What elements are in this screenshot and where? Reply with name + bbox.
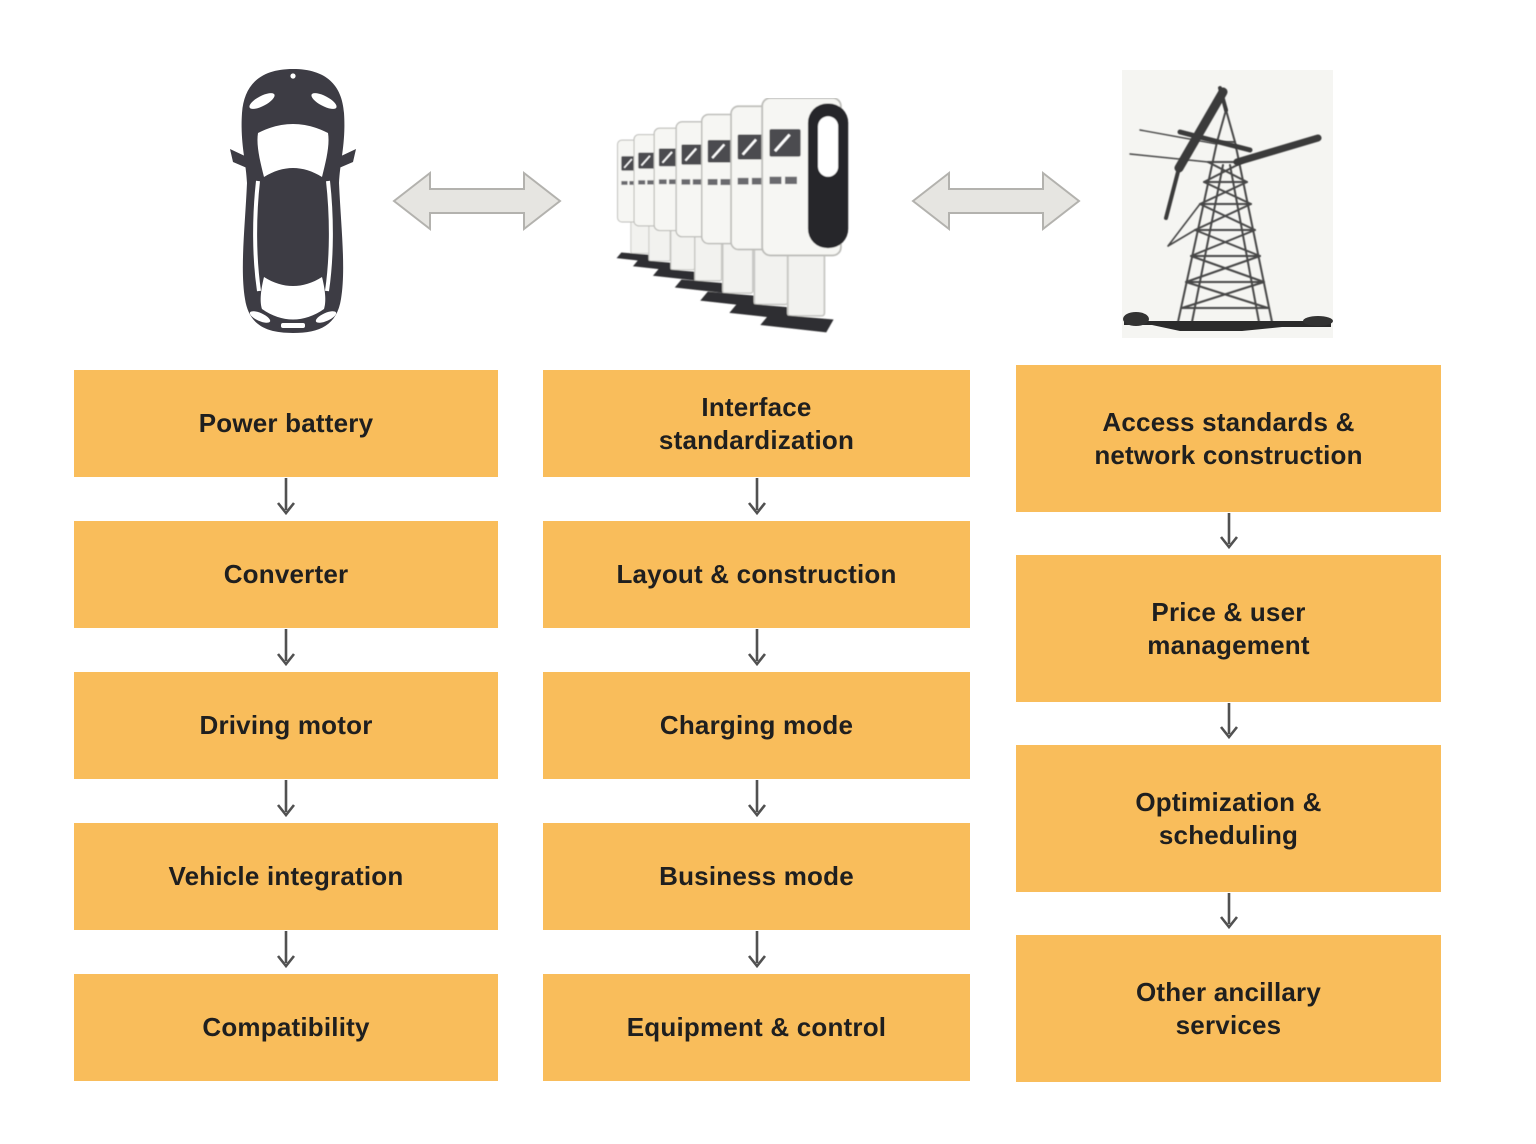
- flow-box-optimization-scheduling: Optimization & scheduling: [1016, 745, 1441, 892]
- transmission-tower-icon: [1122, 70, 1333, 338]
- flow-box-label: Converter: [223, 559, 349, 590]
- flow-box-power-battery: Power battery: [74, 370, 498, 477]
- tower-mound-right: [1303, 316, 1333, 326]
- flow-box-interface-standardization: Interface standardization: [543, 370, 970, 477]
- car-mirror-left: [230, 149, 247, 168]
- power-grid-column: Access standards & network construction …: [1016, 365, 1441, 1082]
- flow-box-label: Vehicle integration: [168, 861, 404, 892]
- flow-box-price-user-management: Price & user management: [1016, 555, 1441, 702]
- car-emblem-dot: [290, 73, 296, 79]
- car-side-gap-right: [325, 180, 333, 292]
- flow-box-converter: Converter: [74, 521, 498, 628]
- down-arrow-icon: [543, 930, 970, 974]
- down-arrow-icon: [1016, 892, 1441, 935]
- flow-box-access-standards: Access standards & network construction: [1016, 365, 1441, 512]
- flow-box-driving-motor: Driving motor: [74, 672, 498, 779]
- flow-box-label: Price & user management: [1147, 597, 1310, 660]
- tower-lattice: [1129, 106, 1273, 323]
- double-arrow-icon: [911, 170, 1081, 232]
- double-arrow-shape: [911, 170, 1081, 232]
- car-windshield: [257, 124, 329, 177]
- tower-ground: [1124, 321, 1331, 331]
- car-headlight-right: [311, 93, 337, 109]
- car-headlight-left: [249, 93, 275, 109]
- flow-box-other-ancillary-services: Other ancillary services: [1016, 935, 1441, 1082]
- flow-box-layout-construction: Layout & construction: [543, 521, 970, 628]
- double-arrow-icon: [392, 170, 562, 232]
- down-arrow-icon: [1016, 512, 1441, 555]
- ev-charger-row-icon: [615, 98, 850, 334]
- charger-row: [615, 98, 850, 334]
- flow-box-label: Layout & construction: [616, 559, 897, 590]
- down-arrow-icon: [1016, 702, 1441, 745]
- car-license-plate: [281, 323, 305, 328]
- car-top-view-icon: [230, 69, 356, 333]
- flow-box-label: Charging mode: [659, 710, 854, 741]
- down-arrow-icon: [74, 930, 498, 974]
- flow-box-label: Other ancillary services: [1135, 977, 1322, 1040]
- tower-insulator-bars: [1164, 86, 1322, 220]
- charging-station-column: Interface standardization Layout & const…: [543, 370, 970, 1081]
- car-mirror-right: [339, 149, 356, 168]
- car-rear-window: [260, 277, 326, 320]
- flow-box-label: Driving motor: [199, 710, 373, 741]
- vehicle-column: Power battery Converter Driving motor Ve…: [74, 370, 498, 1081]
- double-arrow-shape: [392, 170, 562, 232]
- flow-box-business-mode: Business mode: [543, 823, 970, 930]
- down-arrow-icon: [74, 628, 498, 672]
- down-arrow-icon: [543, 779, 970, 823]
- flow-box-label: Interface standardization: [658, 392, 855, 455]
- flow-box-label: Equipment & control: [626, 1012, 887, 1043]
- flow-box-charging-mode: Charging mode: [543, 672, 970, 779]
- flow-box-label: Business mode: [659, 861, 854, 892]
- flow-box-label: Access standards & network construction: [1094, 407, 1363, 470]
- tower-bush-left: [1123, 312, 1149, 326]
- flow-box-label: Optimization & scheduling: [1135, 787, 1322, 850]
- down-arrow-icon: [74, 779, 498, 823]
- car-taillight-left: [249, 311, 271, 323]
- down-arrow-icon: [543, 477, 970, 521]
- car-side-gap-left: [253, 180, 261, 292]
- car-taillight-right: [315, 311, 337, 323]
- flow-box-label: Compatibility: [202, 1012, 370, 1043]
- flow-box-equipment-control: Equipment & control: [543, 974, 970, 1081]
- flow-box-vehicle-integration: Vehicle integration: [74, 823, 498, 930]
- down-arrow-icon: [543, 628, 970, 672]
- flow-box-compatibility: Compatibility: [74, 974, 498, 1081]
- down-arrow-icon: [74, 477, 498, 521]
- flow-box-label: Power battery: [198, 408, 374, 439]
